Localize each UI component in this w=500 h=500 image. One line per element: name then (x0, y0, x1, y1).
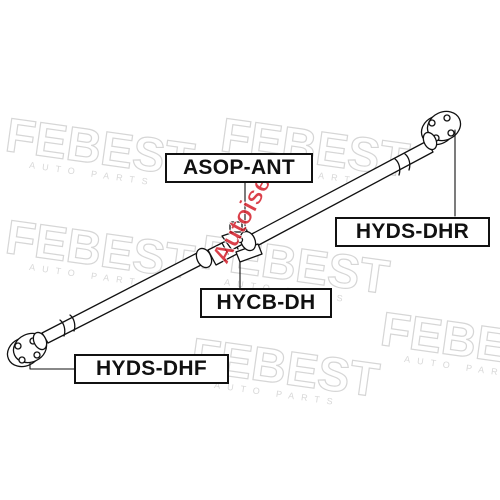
part-label-asop-ant: ASOP-ANT (165, 153, 313, 183)
center-bearing-assembly (195, 221, 263, 269)
front-flex-disc (6, 331, 48, 368)
part-label-hyds-dhf: HYDS-DHF (74, 354, 229, 384)
part-label-hycb-dh: HYCB-DH (200, 288, 332, 318)
rear-flex-disc (420, 110, 462, 151)
front-shaft-tube (41, 251, 206, 344)
leader-lines (29, 129, 456, 370)
part-label-hyds-dhr: HYDS-DHR (335, 217, 490, 247)
